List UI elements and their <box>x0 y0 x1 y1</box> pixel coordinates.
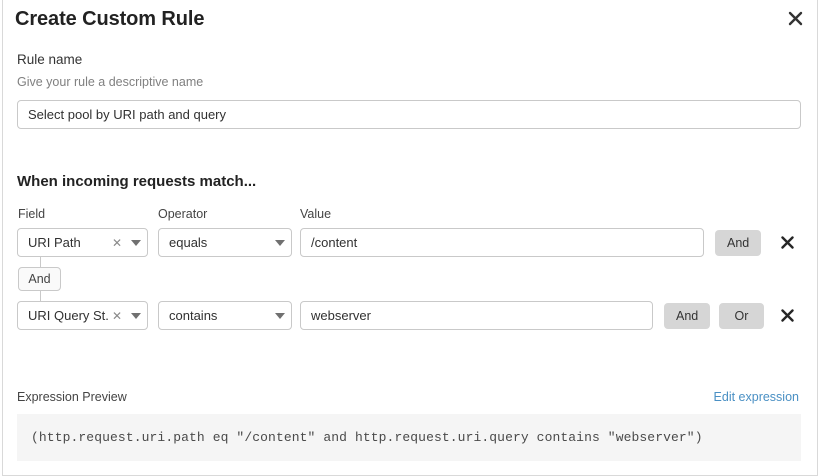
delete-row-icon-glyph <box>780 308 794 322</box>
page-title: Create Custom Rule <box>15 8 205 30</box>
edit-expression-link[interactable]: Edit expression <box>713 390 799 404</box>
rule-name-input[interactable] <box>17 100 801 129</box>
condition-row: URI Query St... ✕ contains And Or <box>3 301 817 331</box>
and-button-row-1[interactable]: And <box>715 230 762 256</box>
operator-select-1[interactable]: equals <box>158 228 292 257</box>
chevron-down-icon[interactable] <box>269 239 291 246</box>
field-select-1[interactable]: URI Path ✕ <box>17 228 148 257</box>
delete-row-icon[interactable] <box>774 302 800 328</box>
close-icon-glyph <box>788 11 802 25</box>
column-header-value: Value <box>300 207 332 221</box>
chevron-down-icon[interactable] <box>125 239 147 246</box>
condition-connector-and-badge[interactable]: And <box>18 267 61 291</box>
field-select-2-value: URI Query St... <box>28 308 109 323</box>
rule-name-label: Rule name <box>17 52 83 67</box>
chevron-down-icon[interactable] <box>125 312 147 319</box>
expression-preview-text: (http.request.uri.path eq "/content" and… <box>31 430 703 445</box>
expression-preview-label: Expression Preview <box>17 390 127 404</box>
clear-icon[interactable]: ✕ <box>111 235 123 250</box>
operator-select-1-value: equals <box>169 235 208 250</box>
condition-row: URI Path ✕ equals And <box>3 228 817 258</box>
field-select-2[interactable]: URI Query St... ✕ <box>17 301 148 330</box>
value-input-1[interactable] <box>300 228 704 257</box>
match-section-heading: When incoming requests match... <box>17 173 257 190</box>
modal-header: Create Custom Rule <box>3 0 817 44</box>
or-button-row-2[interactable]: Or <box>719 303 764 329</box>
expression-preview-box: (http.request.uri.path eq "/content" and… <box>17 414 801 461</box>
rule-name-help-text: Give your rule a descriptive name <box>17 75 204 89</box>
column-header-operator: Operator <box>158 207 208 221</box>
column-header-field: Field <box>18 207 46 221</box>
clear-icon[interactable]: ✕ <box>111 308 123 323</box>
chevron-down-icon[interactable] <box>269 312 291 319</box>
operator-select-2[interactable]: contains <box>158 301 292 330</box>
delete-row-icon-glyph <box>780 235 794 249</box>
delete-row-icon[interactable] <box>774 229 800 255</box>
close-icon[interactable] <box>783 6 807 30</box>
value-input-2[interactable] <box>300 301 653 330</box>
field-select-1-value: URI Path <box>28 235 81 250</box>
and-button-row-2[interactable]: And <box>664 303 711 329</box>
operator-select-2-value: contains <box>169 308 218 323</box>
